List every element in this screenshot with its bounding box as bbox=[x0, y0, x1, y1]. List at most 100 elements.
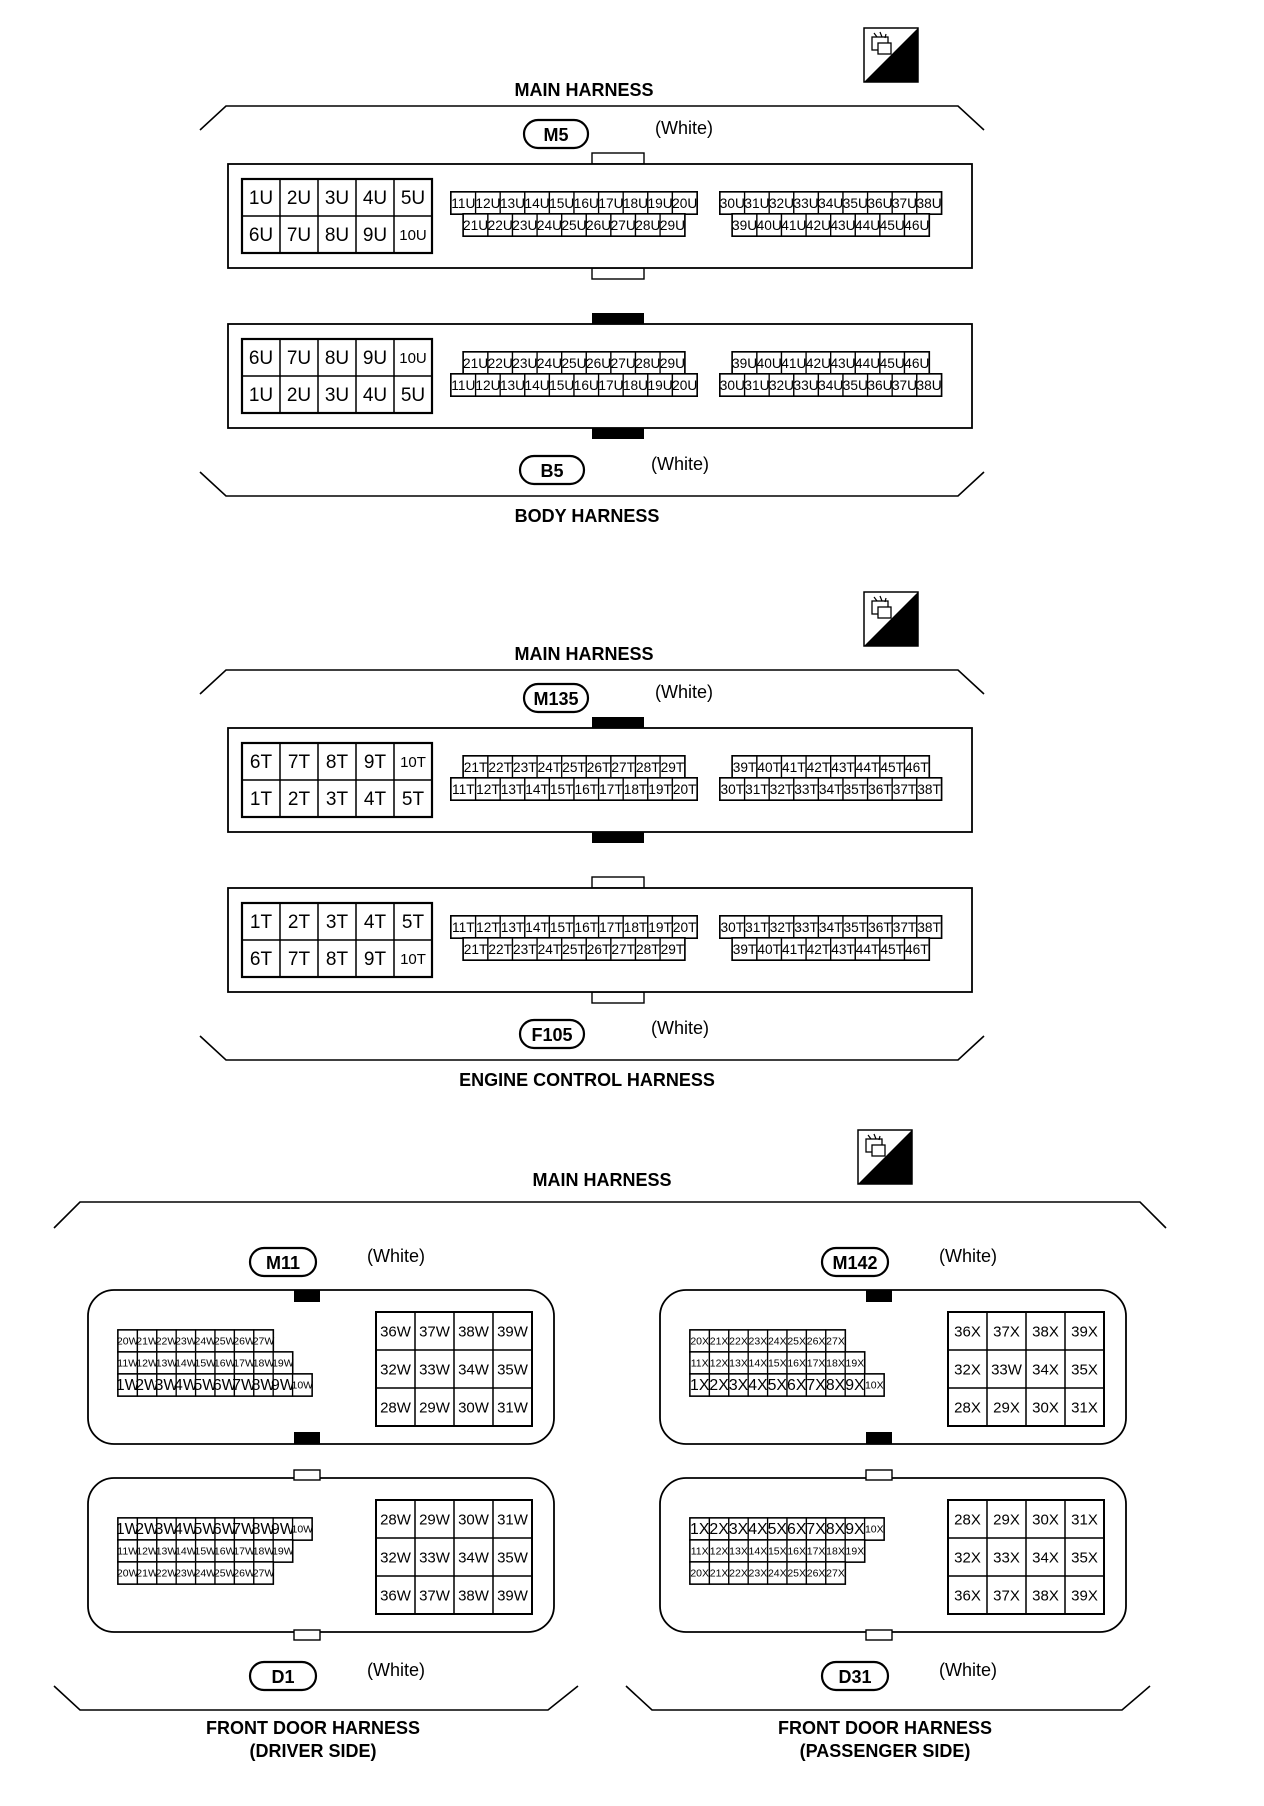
harness-bracket bbox=[625, 1685, 1151, 1711]
pin-label: 30X bbox=[1032, 1400, 1059, 1417]
pin-label: 11U bbox=[451, 196, 475, 211]
pin-label: 27T bbox=[611, 760, 635, 775]
icon-wires bbox=[873, 595, 887, 603]
pin-cell: 11W bbox=[117, 1539, 138, 1563]
pin-cell: 24T bbox=[536, 937, 563, 961]
pin-label: 27X bbox=[826, 1336, 845, 1348]
pin-cell: 5X bbox=[766, 1373, 788, 1397]
locking-tab bbox=[591, 152, 645, 165]
pin-label: 3T bbox=[326, 912, 349, 933]
pin-label: 26W bbox=[233, 1336, 255, 1348]
pin-cell: 22X bbox=[728, 1561, 749, 1585]
pin-cell: 27W bbox=[253, 1329, 275, 1353]
pin-label: 21X bbox=[710, 1568, 729, 1580]
pin-label: 21U bbox=[463, 356, 488, 371]
pin-label: 37X bbox=[993, 1324, 1020, 1341]
pin-cell: 29U bbox=[659, 351, 686, 375]
pin-label: 28T bbox=[636, 760, 660, 775]
pin-label: 34U bbox=[818, 378, 843, 393]
pin-label: 13U bbox=[500, 196, 525, 211]
pin-label: 4W bbox=[174, 1377, 198, 1394]
pin-label: 18T bbox=[624, 782, 648, 797]
pin-label: 18X bbox=[826, 1358, 845, 1370]
pin-label: 22T bbox=[488, 760, 512, 775]
pin-label: 4U bbox=[363, 385, 387, 406]
pin-label: 8W bbox=[252, 1521, 276, 1538]
pin-cell: 21X bbox=[708, 1329, 730, 1353]
pin-label: 17W bbox=[233, 1546, 255, 1558]
pin-label: 11U bbox=[451, 378, 475, 393]
pin-cell: 16W bbox=[214, 1539, 236, 1563]
pin-cell: 8W bbox=[252, 1517, 276, 1541]
pin-label: 7T bbox=[288, 752, 311, 773]
pin-label: 13X bbox=[729, 1358, 748, 1370]
connector-id-badge: D31 bbox=[820, 1660, 890, 1692]
pin-cell: 14T bbox=[524, 777, 551, 801]
pin-label: 7X bbox=[806, 1377, 826, 1394]
pin-box bbox=[916, 373, 943, 397]
pin-label: 36T bbox=[868, 782, 892, 797]
pin-box bbox=[659, 213, 686, 237]
pin-label: 19U bbox=[648, 196, 673, 211]
pin-label: 1T bbox=[250, 912, 273, 933]
pin-cell: 4X bbox=[747, 1373, 769, 1397]
pin-label: 45U bbox=[880, 356, 905, 371]
pin-label: 28X bbox=[954, 1400, 981, 1417]
pin-label: 39W bbox=[497, 1324, 529, 1341]
pin-label: 4T bbox=[364, 789, 387, 810]
pin-box bbox=[393, 779, 433, 818]
pin-label: 8T bbox=[326, 752, 349, 773]
connector-id-badge: F105 bbox=[518, 1018, 586, 1050]
pin-label: 4T bbox=[364, 912, 387, 933]
pin-label: 3U bbox=[325, 188, 349, 209]
pin-cell: 21X bbox=[708, 1561, 730, 1585]
pin-cell: 41U bbox=[780, 213, 807, 237]
icon-plug bbox=[877, 606, 892, 619]
pin-cell: 38T bbox=[916, 915, 943, 939]
badge-outline bbox=[248, 1246, 318, 1278]
pin-label: 32T bbox=[770, 920, 794, 935]
pin-label: 41T bbox=[782, 760, 806, 775]
pin-cell: 26W bbox=[233, 1561, 255, 1585]
locking-tab bbox=[591, 267, 645, 280]
pin-label: 10T bbox=[400, 951, 426, 968]
pin-label: 30U bbox=[720, 196, 745, 211]
pin-label: 30W bbox=[458, 1512, 490, 1529]
pin-cell: 11X bbox=[689, 1539, 711, 1563]
pin-cell: 5W bbox=[193, 1373, 217, 1397]
top-harness-label: MAIN HARNESS bbox=[514, 644, 653, 664]
pin-cell: 36U bbox=[866, 373, 893, 397]
pin-cell: 23T bbox=[511, 755, 538, 779]
pin-box bbox=[863, 1373, 885, 1397]
pin-label: 36T bbox=[868, 920, 892, 935]
pin-label: 33T bbox=[794, 920, 818, 935]
pin-label: 31X bbox=[1071, 1400, 1098, 1417]
pin-box bbox=[291, 1517, 313, 1541]
pin-label: 23X bbox=[749, 1336, 768, 1348]
pin-cell: 35T bbox=[842, 777, 869, 801]
pin-label: 27W bbox=[253, 1336, 275, 1348]
pin-label: 27U bbox=[611, 356, 636, 371]
pin-label: 37W bbox=[419, 1324, 451, 1341]
pin-label: 12W bbox=[136, 1546, 158, 1558]
pin-cell: 12W bbox=[136, 1539, 158, 1563]
pin-cell: 26T bbox=[585, 755, 612, 779]
pin-cell: 12T bbox=[474, 777, 501, 801]
pin-label: 28W bbox=[380, 1512, 412, 1529]
pin-label: 5X bbox=[768, 1521, 788, 1538]
pin-label: 38T bbox=[917, 920, 941, 935]
pin-box bbox=[671, 373, 698, 397]
pin-cell: 20T bbox=[671, 915, 698, 939]
pin-cell: 8W bbox=[252, 1373, 275, 1397]
pin-label: 32X bbox=[954, 1550, 981, 1567]
pin-cell: 19X bbox=[844, 1351, 866, 1375]
pin-cell: 34T bbox=[817, 777, 844, 801]
pin-label: 12U bbox=[475, 378, 500, 393]
pin-label: 12X bbox=[710, 1546, 729, 1558]
pin-label: 8U bbox=[325, 225, 349, 246]
ts-label: T.S. bbox=[889, 63, 915, 80]
harness-bracket bbox=[199, 105, 985, 131]
pin-cell: 25U bbox=[561, 351, 587, 375]
